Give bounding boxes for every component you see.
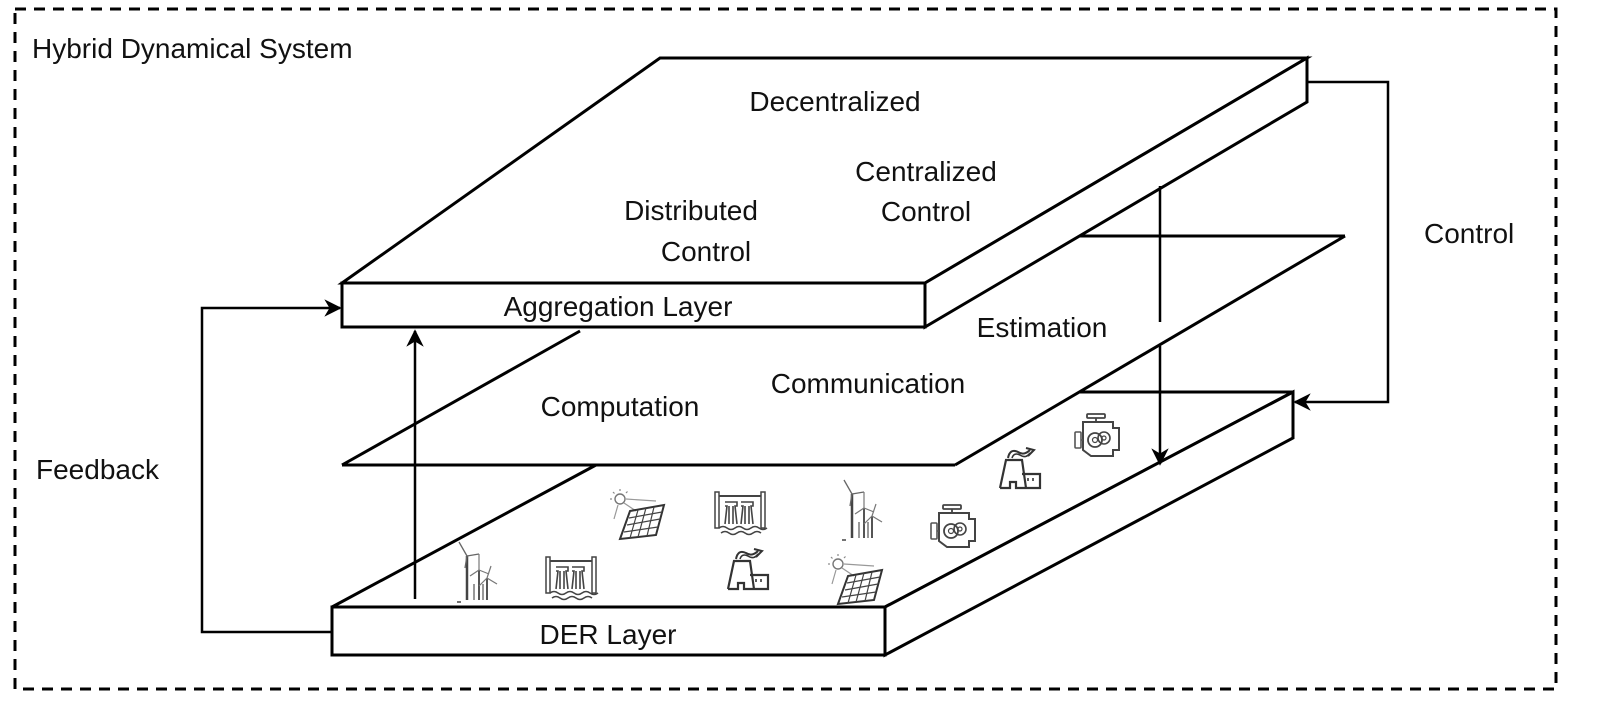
control-loop-arrow [1293, 80, 1390, 411]
distributed-label-line2: Control [661, 236, 751, 267]
centralized-label-line1: Centralized [855, 156, 997, 187]
feedback-label: Feedback [36, 454, 160, 485]
feedback-loop-arrow [200, 299, 342, 634]
der-layer-label: DER Layer [540, 619, 677, 650]
control-label: Control [1424, 218, 1514, 249]
centralized-label-line2: Control [881, 196, 971, 227]
aggregation-layer-front-face [340, 281, 927, 329]
aggregation-layer-label: Aggregation Layer [504, 291, 733, 322]
middle-plane [341, 234, 1346, 467]
decentralized-label: Decentralized [749, 86, 920, 117]
distributed-label-line1: Distributed [624, 195, 758, 226]
system-title: Hybrid Dynamical System [32, 33, 353, 64]
estimation-label: Estimation [977, 312, 1108, 343]
der-layer-slab [330, 389, 1295, 658]
computation-label: Computation [541, 391, 700, 422]
aggregation-layer-slab [337, 55, 1313, 330]
system-boundary-frame [13, 7, 1558, 691]
communication-label: Communication [771, 368, 966, 399]
